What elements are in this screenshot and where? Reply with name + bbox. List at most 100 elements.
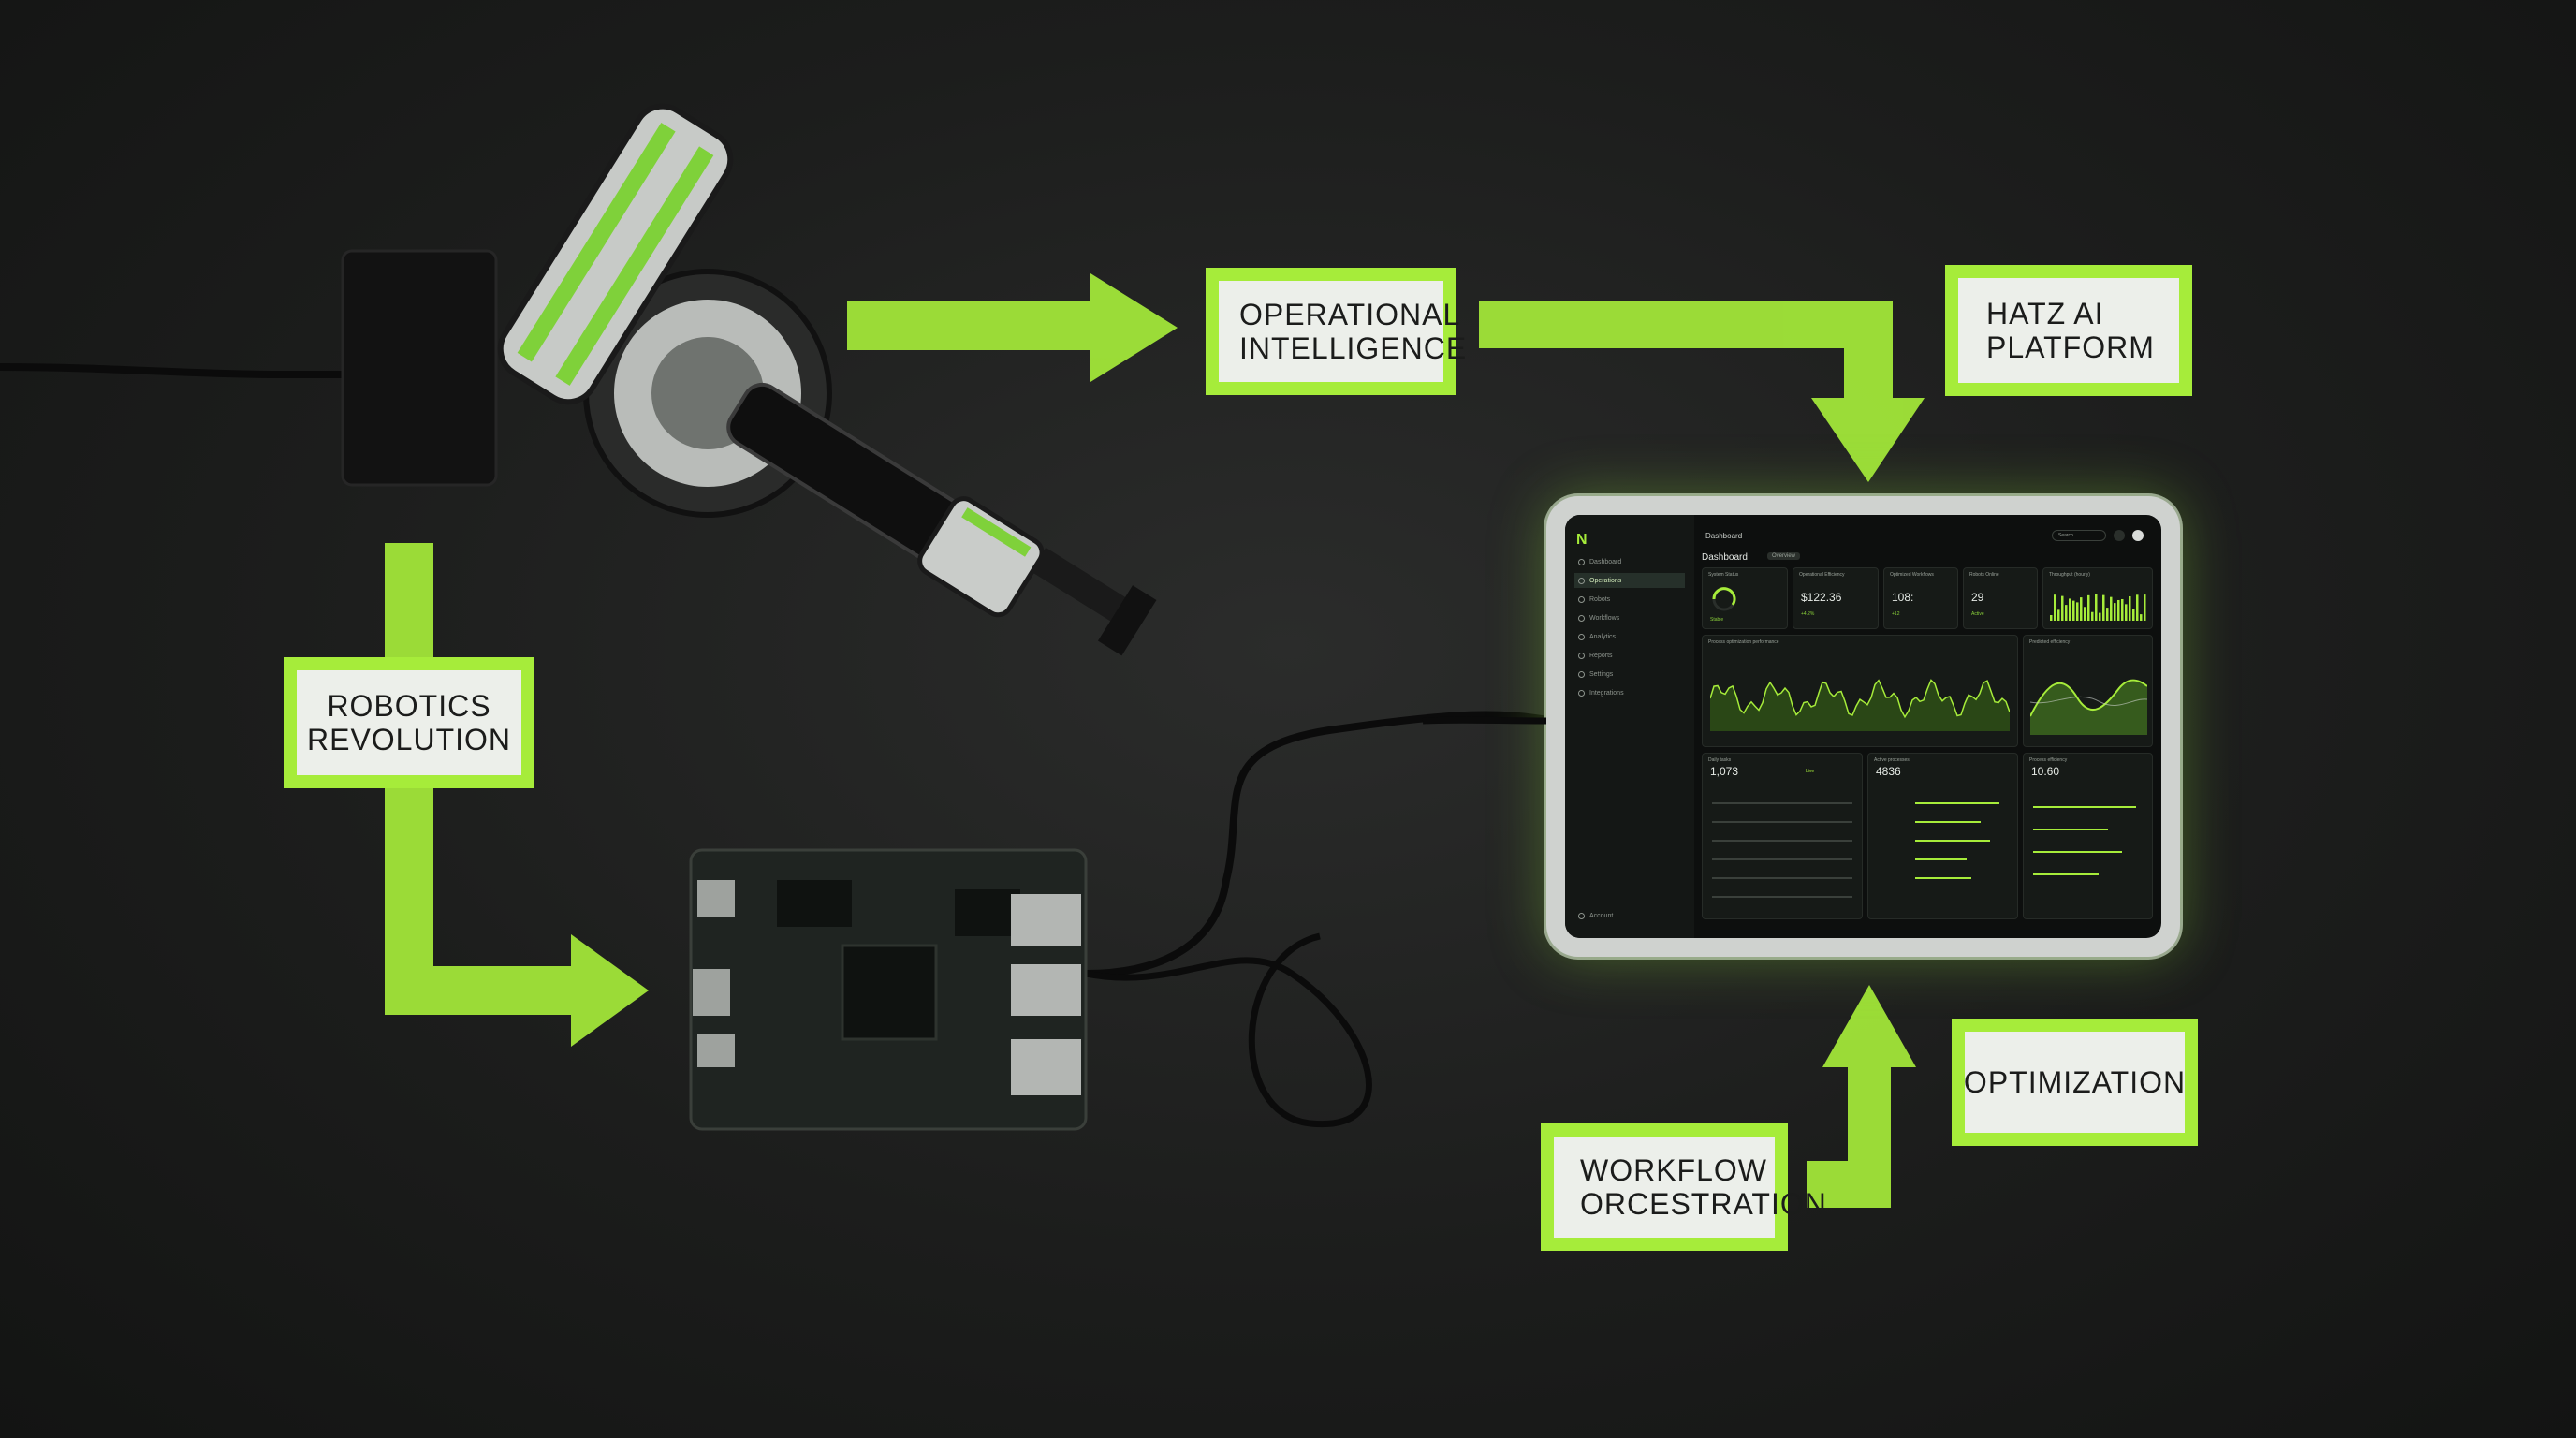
kpi-value: 108: <box>1892 591 1914 604</box>
main-chart-title: Process optimization performance <box>1708 639 1779 645</box>
dashboard-sidebar: N Dashboard Operations Robots Workflows … <box>1565 515 1694 938</box>
label-workflow-orcestration: WORKFLOW ORCESTRATION <box>1541 1123 1826 1251</box>
kpi-title: System Status <box>1708 572 1739 578</box>
kpi-value: $122.36 <box>1801 591 1842 604</box>
dashboard-screen: N Dashboard Operations Robots Workflows … <box>1565 515 2161 938</box>
throughput-bar <box>2061 595 2064 621</box>
nav-dot-icon <box>1578 577 1585 584</box>
sidebar-item-workflows[interactable]: Workflows <box>1574 610 1685 625</box>
progress-bar <box>2033 873 2099 875</box>
tablet-device: N Dashboard Operations Robots Workflows … <box>1546 496 2180 957</box>
app-logo-icon: N <box>1576 532 1588 548</box>
kpi-card-robots: Robots Online 29 Active <box>1963 567 2038 629</box>
throughput-bar <box>2095 594 2098 621</box>
throughput-bar <box>2065 605 2068 621</box>
throughput-bar <box>2072 600 2075 621</box>
kpi-card-throughput: Throughput (hourly) <box>2042 567 2153 629</box>
main-chart-card: Process optimization performance <box>1702 635 2018 747</box>
sidebar-item-label: Settings <box>1589 670 1614 678</box>
list-row <box>1712 802 1852 804</box>
kpi-value: 29 <box>1971 591 1984 604</box>
throughput-bar <box>2084 607 2086 621</box>
sidebar-footer-account[interactable]: Account <box>1574 908 1685 923</box>
throughput-bar <box>2102 594 2105 621</box>
kpi-title: Throughput (hourly) <box>2049 572 2090 578</box>
sidebar-item-integrations[interactable]: Integrations <box>1574 685 1685 700</box>
mid-card-value: 4836 <box>1876 765 1901 778</box>
list-card-value: 1,073 <box>1710 765 1739 778</box>
page-badge: Overview <box>1767 552 1801 560</box>
progress-bar <box>1915 802 1999 804</box>
label-workflow-line1: WORKFLOW <box>1580 1153 1767 1187</box>
throughput-bar <box>2129 595 2131 621</box>
list-card: Daily tasks 1,073 Live <box>1702 753 1863 919</box>
nav-dot-icon <box>1578 652 1585 659</box>
main-area-chart <box>1710 679 2010 731</box>
throughput-bar <box>2125 604 2128 621</box>
list-row <box>1712 896 1852 898</box>
avatar[interactable] <box>2132 530 2144 541</box>
throughput-bar <box>2076 602 2079 621</box>
sidebar-item-label: Integrations <box>1589 689 1624 697</box>
kpi-title: Operational Efficiency <box>1799 572 1845 578</box>
list-card-badge: Live <box>1806 769 1815 774</box>
sidebar-item-robots[interactable]: Robots <box>1574 592 1685 607</box>
label-optimization: OPTIMIZATION <box>1952 1019 2198 1146</box>
side-chart-title: Predicted efficiency <box>2029 639 2071 645</box>
kpi-sub: Stable <box>1710 617 1724 623</box>
throughput-bar <box>2114 603 2116 621</box>
topbar-title: Dashboard <box>1705 532 1743 540</box>
sidebar-item-reports[interactable]: Reports <box>1574 648 1685 663</box>
list-row <box>1712 840 1852 842</box>
kpi-sub: +4.2% <box>1801 611 1815 617</box>
mid-card-title: Active processes <box>1874 757 1910 763</box>
sidebar-item-analytics[interactable]: Analytics <box>1574 629 1685 644</box>
right-card-value: 10.60 <box>2031 765 2060 778</box>
label-robotics-line1: ROBOTICS <box>327 689 491 723</box>
sidebar-item-label: Robots <box>1589 595 1611 603</box>
throughput-bar <box>2121 598 2124 621</box>
throughput-bar <box>2054 594 2056 621</box>
progress-bar <box>2033 851 2122 853</box>
throughput-bar <box>2050 615 2053 621</box>
list-row <box>1712 877 1852 879</box>
sidebar-item-label: Dashboard <box>1589 558 1622 565</box>
sidebar-item-dashboard[interactable]: Dashboard <box>1574 554 1685 569</box>
throughput-bar <box>2057 609 2060 621</box>
side-area-chart <box>2030 679 2147 735</box>
label-robotics-revolution: ROBOTICS REVOLUTION <box>284 657 534 788</box>
progress-bar <box>1915 858 1967 860</box>
right-card-title: Process efficiency <box>2029 757 2068 763</box>
label-hatz-line1: HATZ AI <box>1986 297 2104 330</box>
status-gauge-icon <box>1712 587 1736 611</box>
progress-bar <box>2033 806 2136 808</box>
label-hatz-line2: PLATFORM <box>1986 330 2155 364</box>
throughput-bar <box>2132 609 2135 621</box>
bell-icon[interactable] <box>2114 530 2125 541</box>
list-card-title: Daily tasks <box>1708 757 1732 763</box>
label-operational-intelligence: OPERATIONAL INTELLIGENCE <box>1206 268 1466 395</box>
throughput-bar <box>2099 612 2101 621</box>
sidebar-item-label: Workflows <box>1589 614 1620 622</box>
sidebar-footer-label: Account <box>1589 912 1614 919</box>
sidebar-item-operations[interactable]: Operations <box>1574 573 1685 588</box>
sidebar-item-label: Analytics <box>1589 633 1617 640</box>
throughput-bar <box>2117 599 2120 621</box>
list-row <box>1712 858 1852 860</box>
progress-bar <box>1915 821 1981 823</box>
progress-bar <box>1915 840 1990 842</box>
avatar <box>1578 912 1585 919</box>
search-input[interactable]: Search <box>2052 530 2106 541</box>
progress-bar <box>2033 829 2108 830</box>
throughput-bar <box>2140 614 2143 621</box>
mid-card: Active processes 4836 <box>1867 753 2018 919</box>
sidebar-item-settings[interactable]: Settings <box>1574 667 1685 682</box>
throughput-bar <box>2080 597 2083 621</box>
throughput-bar <box>2136 594 2139 621</box>
throughput-bar <box>2091 611 2094 621</box>
throughput-bar <box>2110 596 2113 621</box>
sidebar-item-label: Operations <box>1589 577 1622 584</box>
throughput-bar <box>2069 598 2071 621</box>
throughput-bar <box>2087 594 2090 621</box>
